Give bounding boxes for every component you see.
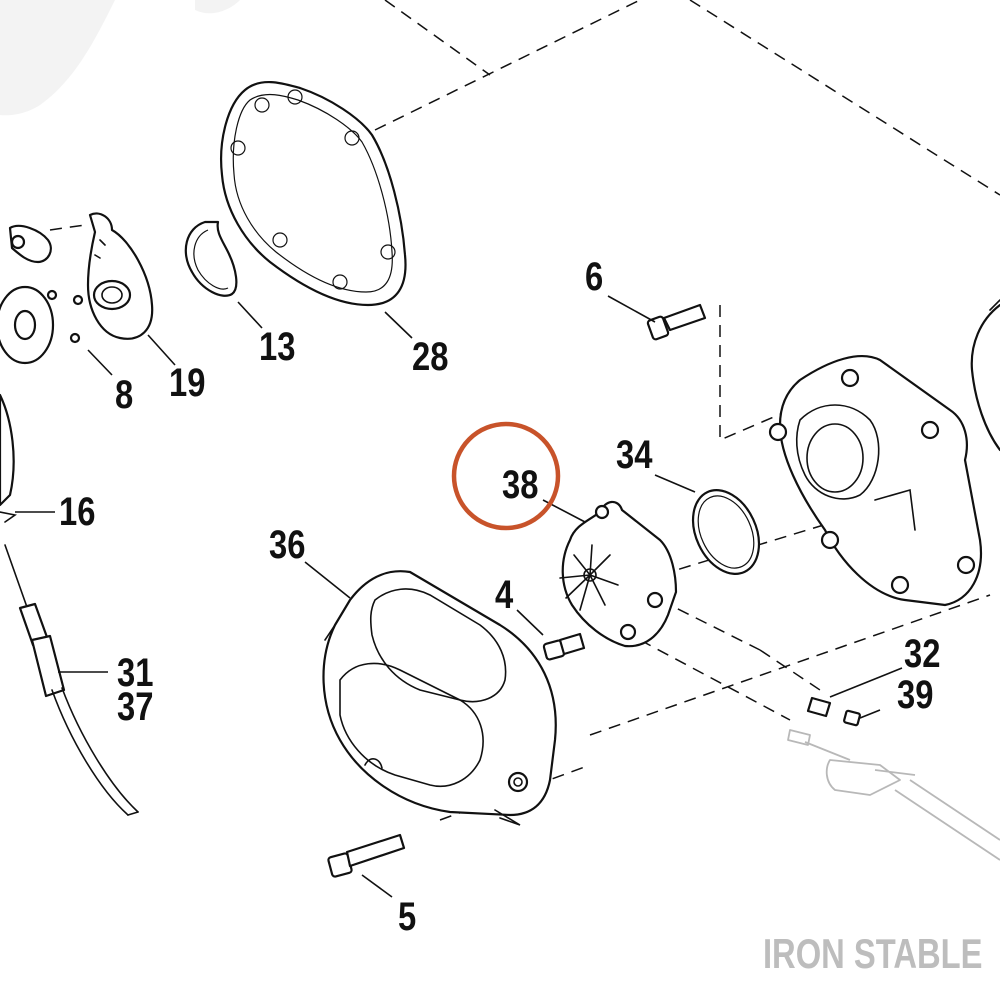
callout-13: 13 [259, 324, 295, 369]
callout-31: 31 [117, 650, 153, 695]
bolt-part-5 [327, 833, 406, 878]
bolt-part-6 [646, 303, 707, 341]
clutch-cable-part-31-37 [4, 544, 139, 816]
cover-part-36 [322, 570, 557, 826]
leader-lines [15, 295, 903, 898]
clip-part-16 [0, 511, 17, 523]
release-ramp-part-19 [86, 212, 154, 340]
screw-part-4 [542, 632, 586, 661]
primary-cover-fragment [0, 393, 15, 507]
callout-6: 6 [585, 254, 603, 299]
callout-37: 37 [117, 684, 153, 729]
retaining-ring-part-13 [184, 220, 238, 297]
background-watermark-shape [0, 0, 115, 116]
callout-38: 38 [502, 462, 538, 507]
ghost-hydraulic-line [787, 729, 1000, 861]
callout-labels: 6 13 28 19 8 16 34 38 36 4 32 39 31 37 5 [59, 254, 940, 939]
background-watermark-shape-2 [195, 0, 240, 14]
callout-39: 39 [897, 672, 933, 717]
callout-36: 36 [269, 522, 305, 567]
clip-lever-part [8, 224, 52, 264]
bleeder-part-32 [806, 696, 832, 718]
callout-19: 19 [169, 360, 205, 405]
callout-8: 8 [115, 372, 133, 417]
coupling-ring-part [0, 285, 55, 365]
starburst-cover-part-38 [559, 500, 678, 648]
callout-34: 34 [616, 432, 653, 477]
callout-4: 4 [495, 572, 514, 617]
brand-watermark: IRON STABLE [763, 930, 983, 977]
cap-part-39 [843, 709, 861, 727]
callout-5: 5 [398, 894, 416, 939]
balls-part-8 [46, 289, 84, 344]
callout-16: 16 [59, 489, 95, 534]
callout-32: 32 [904, 631, 940, 676]
side-cover-assembly [768, 299, 1000, 607]
o-ring-part-34 [691, 489, 761, 575]
callout-28: 28 [412, 334, 448, 379]
highlight-ring [451, 421, 561, 531]
gasket-part-28 [220, 81, 407, 307]
gasket-fragment-right [970, 303, 1000, 452]
